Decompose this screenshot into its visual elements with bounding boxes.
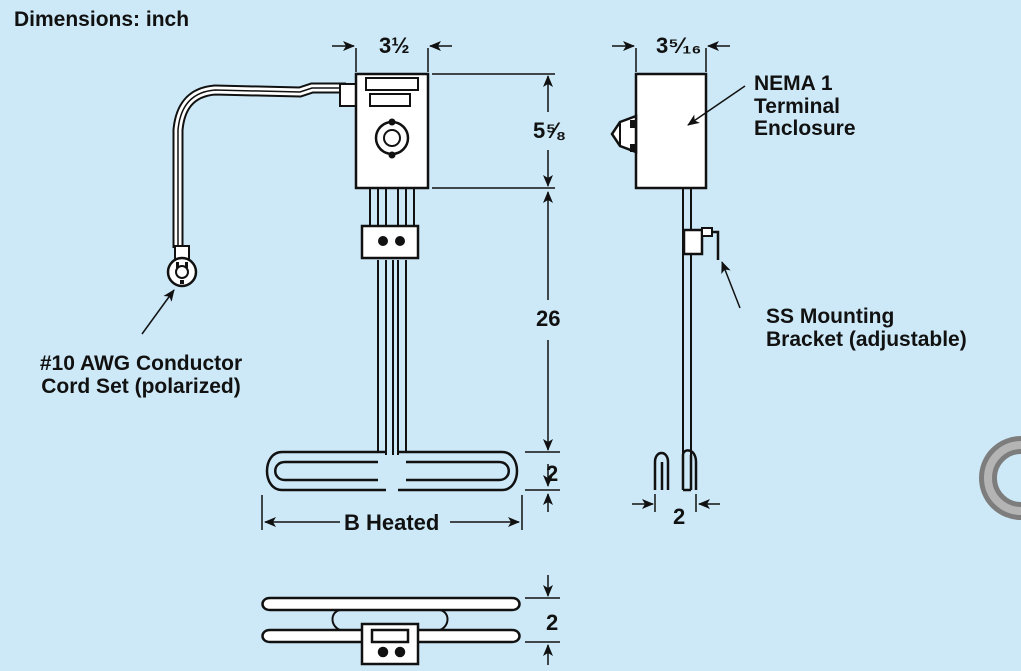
- front-view: [166, 72, 519, 492]
- dim-box-width: 3½: [379, 33, 410, 58]
- dim-loop-height: 2: [546, 461, 559, 486]
- dim-heated-width: B Heated: [344, 510, 440, 535]
- heated-loops: [265, 450, 519, 492]
- bottom-view: [261, 596, 521, 666]
- dim-box-height: 5⅝: [533, 118, 564, 143]
- side-view: [610, 72, 720, 492]
- leader-lines: [141, 85, 746, 335]
- callout-cord-line-1: #10 AWG Conductor: [39, 352, 243, 375]
- dimension-lines: [261, 41, 730, 665]
- callout-cord-line-2: Cord Set (polarized): [41, 374, 241, 398]
- decorative-ring: [979, 436, 1021, 520]
- dim-element-length: 26: [536, 306, 561, 331]
- callout-bracket: SS Mounting Bracket (adjustable): [766, 305, 967, 351]
- callout-enclosure-line-1: NEMA 1: [754, 72, 833, 95]
- dim-side-box-depth: 3⁵⁄₁₆: [656, 33, 702, 58]
- callout-cord: #10 AWG Conductor Cord Set (polarized): [12, 352, 270, 398]
- front-bracket: [360, 224, 420, 260]
- dimensions-title: Dimensions: inch: [14, 8, 190, 31]
- dim-side-foot-width: 2: [673, 504, 686, 529]
- dim-bottom-height: 2: [546, 610, 559, 635]
- callout-enclosure: NEMA 1 Terminal Enclosure: [754, 72, 856, 141]
- callout-bracket-line-2: Bracket (adjustable): [766, 327, 967, 351]
- terminal-enclosure: [339, 72, 430, 190]
- callout-enclosure-line-2: Terminal: [754, 94, 840, 118]
- callout-bracket-line-1: SS Mounting: [766, 305, 895, 328]
- callout-enclosure-line-3: Enclosure: [754, 117, 856, 141]
- cord-set: [166, 82, 346, 288]
- heater-tubes: [369, 188, 415, 455]
